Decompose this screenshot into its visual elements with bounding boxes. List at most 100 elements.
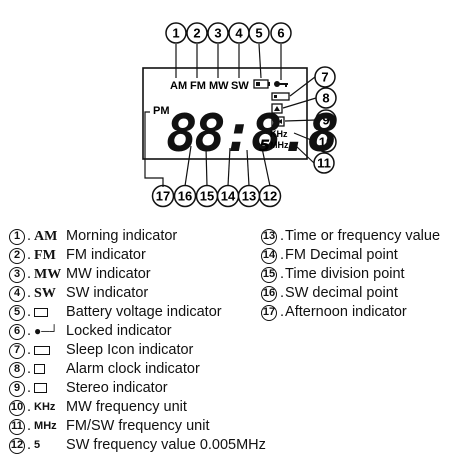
leader-line [295,145,315,164]
alarm-bell-icon [34,364,46,375]
legend-dot: . [27,247,32,263]
legend-item: 16.SW decimal point [261,284,440,303]
legend-dot: . [280,304,285,320]
callout-circle: 7 [314,66,336,88]
legend-symbol [34,303,62,322]
legend-text: FM/SW frequency unit [66,418,210,434]
callout-number: 12 [263,189,277,204]
callout-circle: 6 [270,22,292,44]
lcd-pm-label: PM [153,105,170,117]
legend-number: 11 [9,418,25,435]
lcd-mhz-label: MHz [270,140,289,150]
legend-text: SW frequency value 0.005MHz [66,437,266,453]
legend-text: MW indicator [66,266,151,282]
legend-symbol [34,341,62,360]
legend-number: 8 [9,361,25,378]
legend-item: 1.AM Morning indicator [9,227,266,246]
legend-number: 12 [9,437,25,454]
legend-number: 15 [261,266,277,283]
legend-number: 7 [9,342,25,359]
legend-text: SW indicator [66,285,149,301]
callout-circle: 1 [165,22,187,44]
pm-leader-line [144,111,164,187]
legend-number: 6 [9,323,25,340]
legend-text: Afternoon indicator [285,304,407,320]
leader-line [261,147,271,187]
leader-line [246,149,250,187]
legend-number: 5 [9,304,25,321]
legend-dot: . [280,247,285,263]
legend-symbol: ●─┘ [34,322,62,342]
leader-line [289,76,316,97]
lcd-small-digit: 5 [259,136,270,155]
legend-symbol: AM [34,229,58,244]
callout-number: 8 [322,91,329,106]
lcd-sw-label: SW [231,80,249,92]
callout-circle: 15 [195,184,219,208]
legend-dot: . [27,418,32,434]
legend-number: 13 [261,228,277,245]
legend-symbol: MHz [34,420,57,432]
legend-number: 2 [9,247,25,264]
legend-item: 6.●─┘Locked indicator [9,322,266,341]
legend-text: Locked indicator [66,323,172,339]
leader-line [205,147,208,187]
leader-line [282,97,317,109]
battery-icon [34,307,49,317]
legend-text: MW frequency unit [66,399,187,415]
callout-number: 14 [221,189,236,204]
callout-circle: 3 [207,22,229,44]
callout-number: 9 [322,113,329,128]
legend-dot: . [27,228,32,244]
legend-dot: . [280,266,285,282]
legend-dot: . [27,304,32,320]
stereo-icon [271,116,285,127]
leader-line [293,132,317,143]
callout-circle: 17 [151,184,175,208]
legend-number: 1 [9,228,25,245]
leader-line [258,43,262,79]
legend-symbol: KHz [34,401,56,413]
legend-text: Stereo indicator [66,380,168,396]
legend-text: Alarm clock indicator [66,361,200,377]
legend-symbol [34,379,62,398]
legend-symbol: 5 [34,439,41,451]
legend-dot: . [280,285,285,301]
legend-text: Sleep Icon indicator [66,342,194,358]
legend-item: 5.Battery voltage indicator [9,303,266,322]
legend-item: 14.FM Decimal point [261,246,440,265]
lcd-digits: 88:8.8 [166,104,337,164]
callout-circle: 9 [315,109,337,131]
callout-number: 4 [235,26,243,41]
callout-circle: 5 [248,22,270,44]
sleep-icon [34,345,51,355]
battery-icon [253,79,270,89]
legend-dot: . [27,361,32,377]
legend-dot: . [27,266,32,282]
legend-number: 10 [9,399,25,416]
legend-symbol: SW [34,286,56,301]
legend-dot: . [27,342,32,358]
legend-symbol [34,360,62,379]
key-icon [274,81,288,87]
callout-circle: 2 [186,22,208,44]
lcd-frame [142,67,308,160]
lcd-khz-label: KHz [270,129,288,139]
legend-text: FM indicator [66,247,146,263]
sleep-icon [271,92,290,101]
callout-circle: 8 [315,87,337,109]
legend-text: Morning indicator [66,228,178,244]
stereo-icon [34,383,48,394]
callout-circle: 11 [313,152,335,174]
callout-number: 15 [200,189,214,204]
callout-circle: 12 [258,184,282,208]
legend-number: 16 [261,285,277,302]
legend-text: SW decimal point [285,285,398,301]
legend-number: 3 [9,266,25,283]
